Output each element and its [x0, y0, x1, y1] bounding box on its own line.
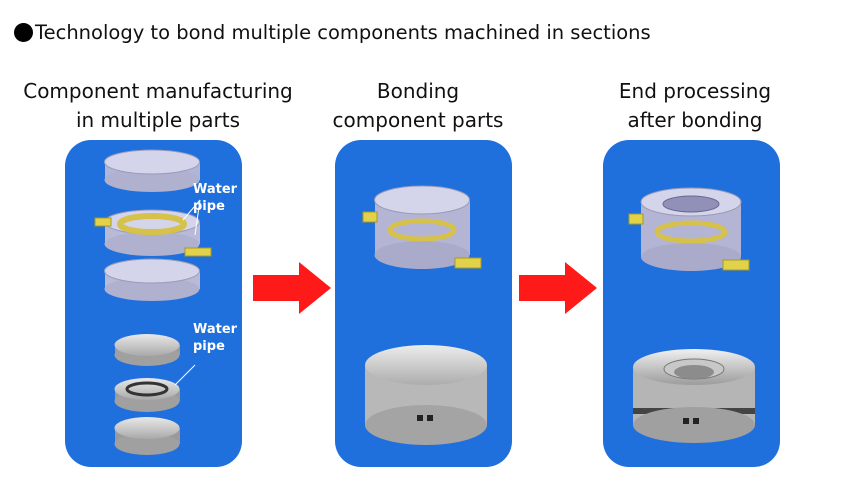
metal-bottom-disc	[114, 417, 180, 455]
step-3-label: End processing after bonding	[590, 77, 800, 135]
water-pipe-callout-upper: Water pipe	[193, 181, 237, 215]
step-3-line2: after bonding	[627, 108, 763, 132]
step-2-line1: Bonding	[376, 79, 460, 103]
step-2-label: Bonding component parts	[318, 77, 518, 135]
separate-parts-illustration	[94, 149, 212, 455]
step-1-line1: Component manufacturing	[23, 79, 293, 103]
finished-metal-part	[633, 349, 755, 443]
diagram-title: Technology to bond multiple components m…	[14, 20, 651, 46]
bonded-transparent-model	[362, 185, 482, 269]
step-1-line2: in multiple parts	[75, 108, 241, 132]
water-pipe-callout-lower: Water pipe	[193, 321, 237, 355]
step-3-line1: End processing	[618, 79, 772, 103]
step-1-label: Component manufacturing in multiple part…	[18, 77, 298, 135]
water-pipe-callout-lower-line1: Water	[193, 322, 238, 337]
arrow-right-icon	[253, 262, 331, 314]
middle-plate-model	[94, 209, 212, 257]
bullet-icon	[14, 23, 33, 42]
water-pipe-callout-upper-line1: Water	[193, 182, 238, 197]
panel-bonding	[335, 140, 512, 467]
water-pipe-callout-lower-line2: pipe	[193, 339, 225, 354]
title-text: Technology to bond multiple components m…	[35, 21, 651, 44]
water-pipe-callout-upper-line2: pipe	[193, 199, 225, 214]
top-plate-model	[104, 149, 200, 192]
panel-separate-parts: Water pipe Water pipe	[65, 140, 242, 467]
finished-transparent-model	[628, 187, 750, 271]
bottom-plate-model	[104, 258, 200, 301]
step-2-line2: component parts	[332, 108, 504, 132]
finished-part-illustration	[628, 187, 755, 443]
panel-end-processing	[603, 140, 780, 467]
metal-middle-disc	[114, 378, 180, 412]
arrow-right-icon-2	[519, 262, 597, 314]
metal-top-disc	[114, 334, 180, 366]
bonded-parts-illustration	[362, 185, 487, 445]
bonded-metal-block	[365, 345, 487, 445]
